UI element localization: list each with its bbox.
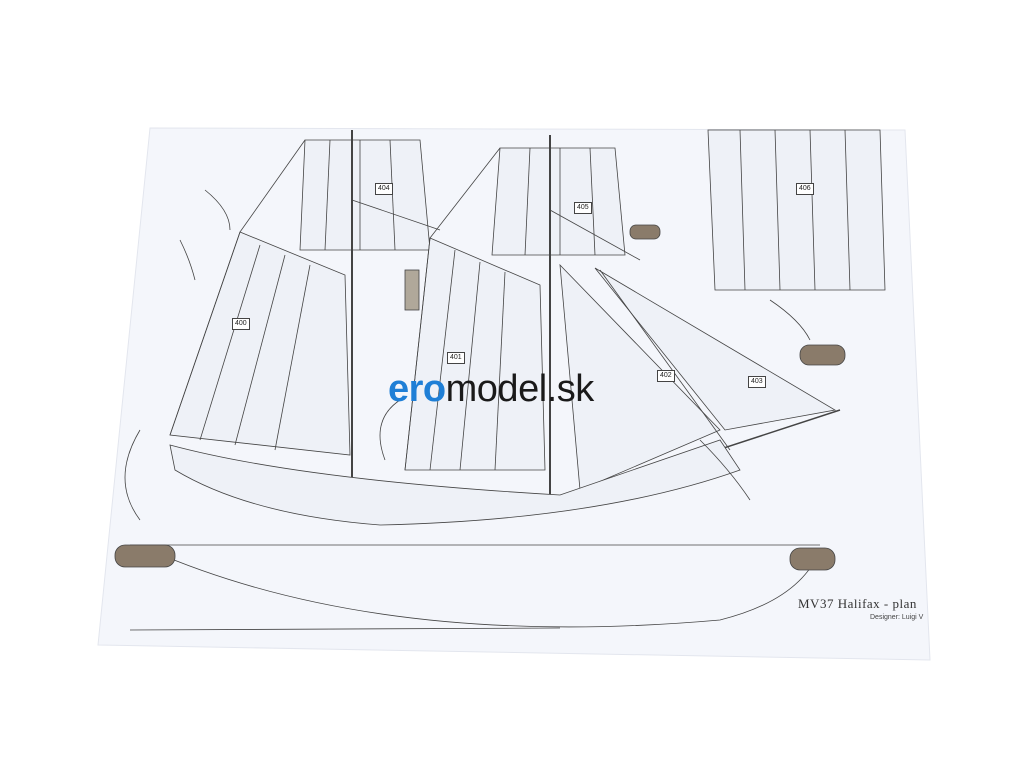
sail-403-shape <box>594 267 837 431</box>
logo-ero: ero <box>388 368 446 410</box>
sail-406-shape <box>707 129 886 291</box>
plan-designer: Designer: Luigi V <box>870 614 924 621</box>
sail-402-shape <box>559 263 721 491</box>
plan-title: MV37 Halifax - plan <box>798 596 917 611</box>
watermark-logo: eromodel.sk <box>388 370 594 408</box>
sail-label-405: 405 <box>574 202 592 214</box>
sail-label-402: 402 <box>657 370 675 382</box>
sail-label-406: 406 <box>796 183 814 195</box>
sail-label-403: 403 <box>748 376 766 388</box>
sail-405-shape <box>491 147 626 256</box>
sail-404-shape <box>299 139 431 251</box>
sail-label-400: 400 <box>232 318 250 330</box>
sail-label-404: 404 <box>375 183 393 195</box>
logo-model: model.sk <box>445 368 595 410</box>
sail-label-401: 401 <box>447 352 465 364</box>
